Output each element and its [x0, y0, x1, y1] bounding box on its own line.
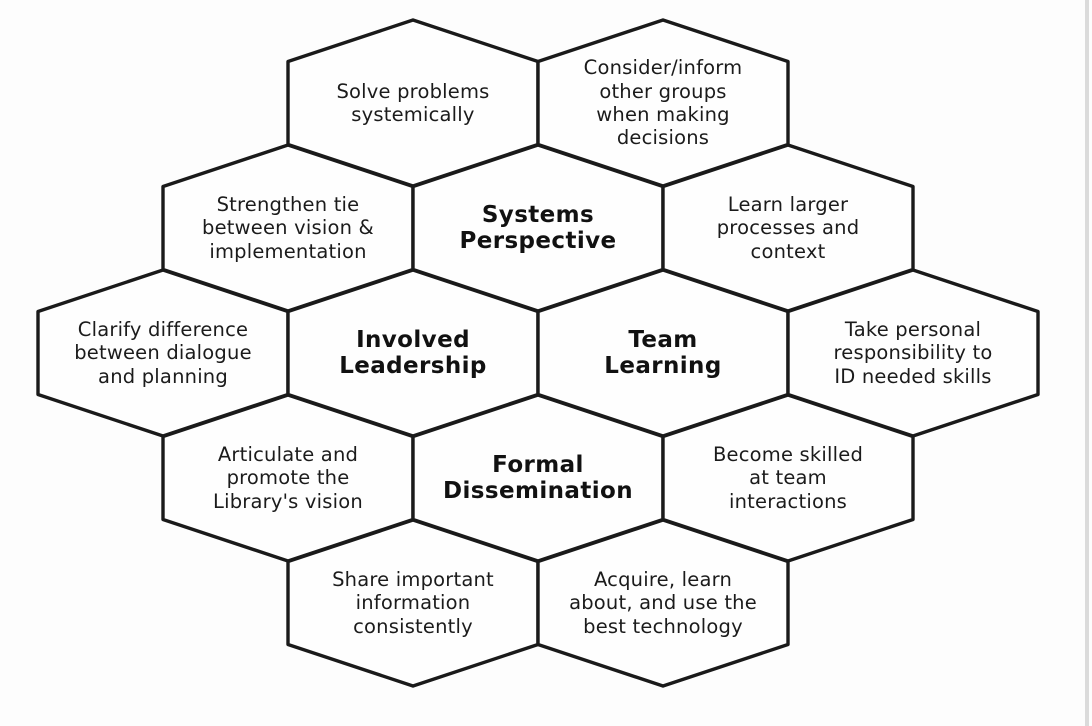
hex-label-systems-perspective: Systems Perspective — [459, 201, 617, 254]
hex-involved-leadership: Involved Leadership — [286, 268, 540, 438]
hex-systems-perspective: Systems Perspective — [411, 143, 665, 313]
hex-articulate-promote: Articulate and promote the Library's vis… — [161, 393, 415, 563]
hex-label-become-skilled: Become skilled at team interactions — [712, 442, 864, 513]
hex-learn-larger: Learn larger processes and context — [661, 143, 915, 313]
hex-acquire-learn: Acquire, learn about, and use the best t… — [536, 518, 790, 688]
hexagon-shape — [536, 518, 790, 688]
hex-consider-inform: Consider/inform other groups when making… — [536, 18, 790, 188]
hex-label-formal-dissemination: Formal Dissemination — [443, 451, 633, 504]
hex-label-solve-problems: Solve problems systemically — [336, 79, 490, 126]
hex-label-acquire-learn: Acquire, learn about, and use the best t… — [569, 567, 757, 638]
hex-strengthen-tie: Strengthen tie between vision & implemen… — [161, 143, 415, 313]
scan-edge-artifact — [1085, 0, 1089, 726]
hex-share-important: Share important information consistently — [286, 518, 540, 688]
hex-become-skilled: Become skilled at team interactions — [661, 393, 915, 563]
hex-label-involved-leadership: Involved Leadership — [339, 326, 487, 379]
hex-clarify-difference: Clarify difference between dialogue and … — [36, 268, 290, 438]
hex-label-clarify-difference: Clarify difference between dialogue and … — [74, 317, 252, 388]
hex-label-consider-inform: Consider/inform other groups when making… — [583, 56, 743, 150]
hex-label-share-important: Share important information consistently — [332, 567, 494, 638]
hex-label-take-personal: Take personal responsibility to ID neede… — [833, 317, 993, 388]
hex-label-learn-larger: Learn larger processes and context — [716, 192, 860, 263]
hex-label-articulate-promote: Articulate and promote the Library's vis… — [213, 442, 363, 513]
hex-take-personal: Take personal responsibility to ID neede… — [786, 268, 1040, 438]
hex-label-strengthen-tie: Strengthen tie between vision & implemen… — [202, 192, 374, 263]
hex-team-learning: Team Learning — [536, 268, 790, 438]
hex-label-team-learning: Team Learning — [604, 326, 722, 379]
